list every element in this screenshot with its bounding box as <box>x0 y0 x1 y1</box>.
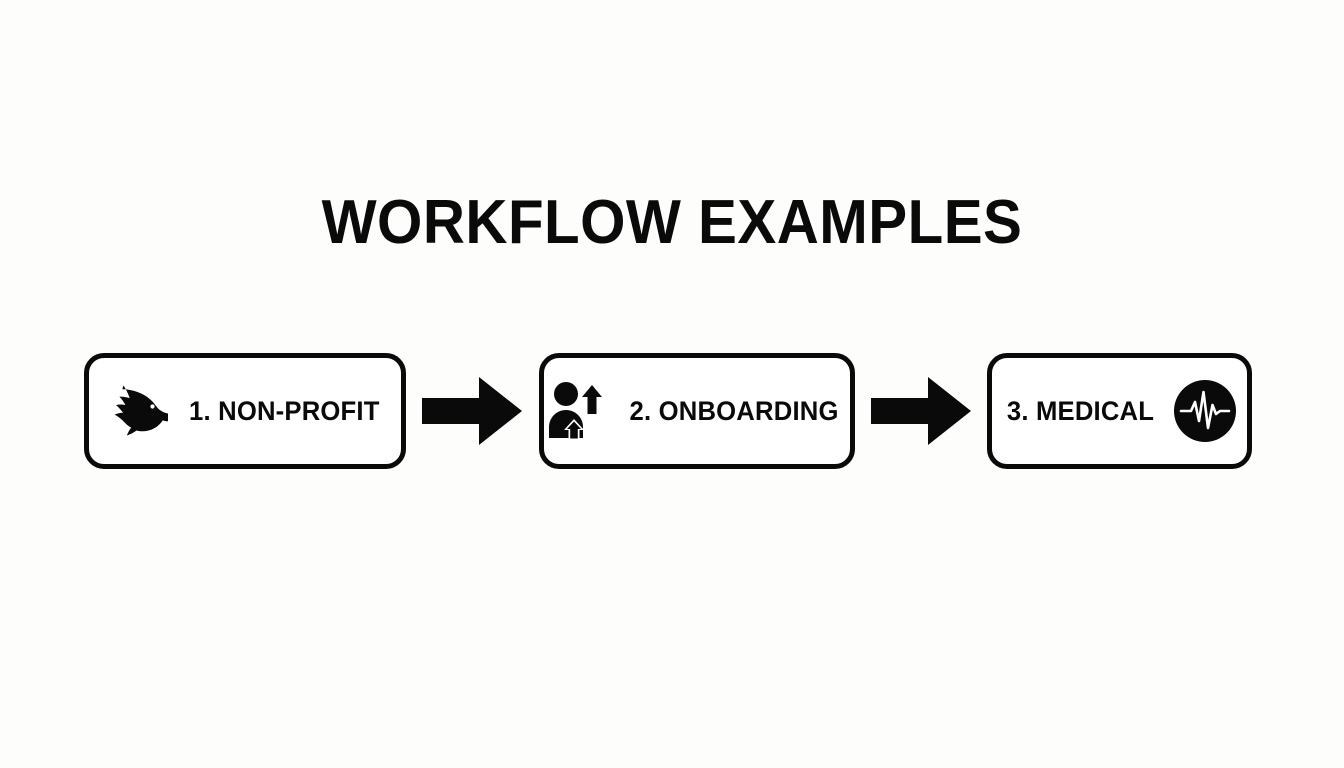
step-box-medical[interactable]: 3. MEDICAL <box>987 353 1252 469</box>
dove-icon <box>106 382 168 440</box>
heartbeat-circle-icon <box>1174 380 1237 442</box>
step-label-medical: 3. MEDICAL <box>1006 395 1155 426</box>
step-label-onboarding: 2. ONBOARDING <box>629 395 840 426</box>
arrow-right-icon-2 <box>870 376 972 446</box>
arrow-right-icon-1 <box>421 376 523 446</box>
person-arrow-up-icon <box>548 381 608 441</box>
step-box-onboarding[interactable]: 2. ONBOARDING <box>538 353 855 469</box>
page-title: WORKFLOW EXAMPLES <box>321 188 1023 257</box>
workflow-flow-row: 1. NON-PROFIT 2. ONBOARDING <box>84 353 1252 469</box>
step-label-non-profit: 1. NON-PROFIT <box>188 395 380 426</box>
step-box-non-profit[interactable]: 1. NON-PROFIT <box>84 353 406 469</box>
